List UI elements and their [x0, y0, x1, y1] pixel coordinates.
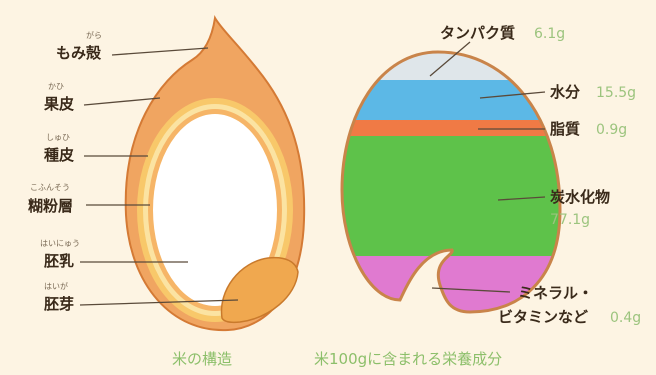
water-leader	[479, 91, 546, 99]
rice-structure-diagram: がら もみ殻 かひ 果皮 しゅひ 種皮 こふんそう 糊粉層 はいにゅう 胚乳 は…	[28, 15, 306, 368]
pericarp-ruby: かひ	[48, 82, 64, 91]
fat-label: 脂質	[550, 120, 580, 138]
aleurone-label: 糊粉層	[28, 197, 73, 215]
protein-value: 6.1g	[534, 26, 565, 42]
water-value: 15.5g	[596, 85, 636, 101]
carbohydrate-band	[342, 136, 560, 256]
seed-coat-label: 種皮	[44, 146, 74, 164]
germ-label: 胚芽	[44, 295, 74, 313]
husk-leader	[111, 47, 209, 56]
endosperm-shape	[153, 114, 277, 306]
fat-band	[342, 120, 560, 136]
germ-shape	[220, 256, 299, 324]
rice-structure-caption: 米の構造	[172, 350, 232, 368]
husk-ruby: がら	[86, 30, 102, 40]
grain-outline	[340, 50, 562, 314]
mineral-value: 0.4g	[610, 310, 641, 326]
endosperm-ruby: はいにゅう	[40, 239, 80, 248]
carbohydrate-leader	[497, 196, 546, 201]
carbohydrate-label: 炭水化物	[550, 188, 610, 206]
mineral-leader	[431, 287, 511, 293]
seed-coat-ruby: しゅひ	[46, 133, 70, 142]
water-label: 水分	[550, 83, 580, 101]
water-band	[342, 80, 560, 120]
mineral-label-line1: ミネラル・	[518, 284, 593, 302]
protein-band	[342, 52, 560, 80]
nutrition-diagram: タンパク質 6.1g 水分 15.5g 脂質 0.9g 炭水化物 77.1g ミ…	[314, 24, 641, 368]
germ-leader	[79, 299, 239, 306]
husk-label: もみ殻	[56, 44, 102, 62]
protein-leader	[429, 41, 471, 77]
germ-ruby: はいが	[44, 281, 68, 291]
aleurone-ruby: こふんそう	[30, 183, 70, 192]
fat-value: 0.9g	[596, 122, 627, 138]
mineral-label-line2: ビタミンなど	[498, 308, 588, 326]
carbohydrate-value: 77.1g	[550, 212, 590, 228]
endosperm-label: 胚乳	[44, 252, 74, 270]
pericarp-leader	[83, 97, 161, 106]
pericarp-label: 果皮	[43, 95, 74, 113]
protein-label: タンパク質	[440, 24, 515, 42]
nutrition-caption: 米100gに含まれる栄養成分	[314, 350, 502, 368]
